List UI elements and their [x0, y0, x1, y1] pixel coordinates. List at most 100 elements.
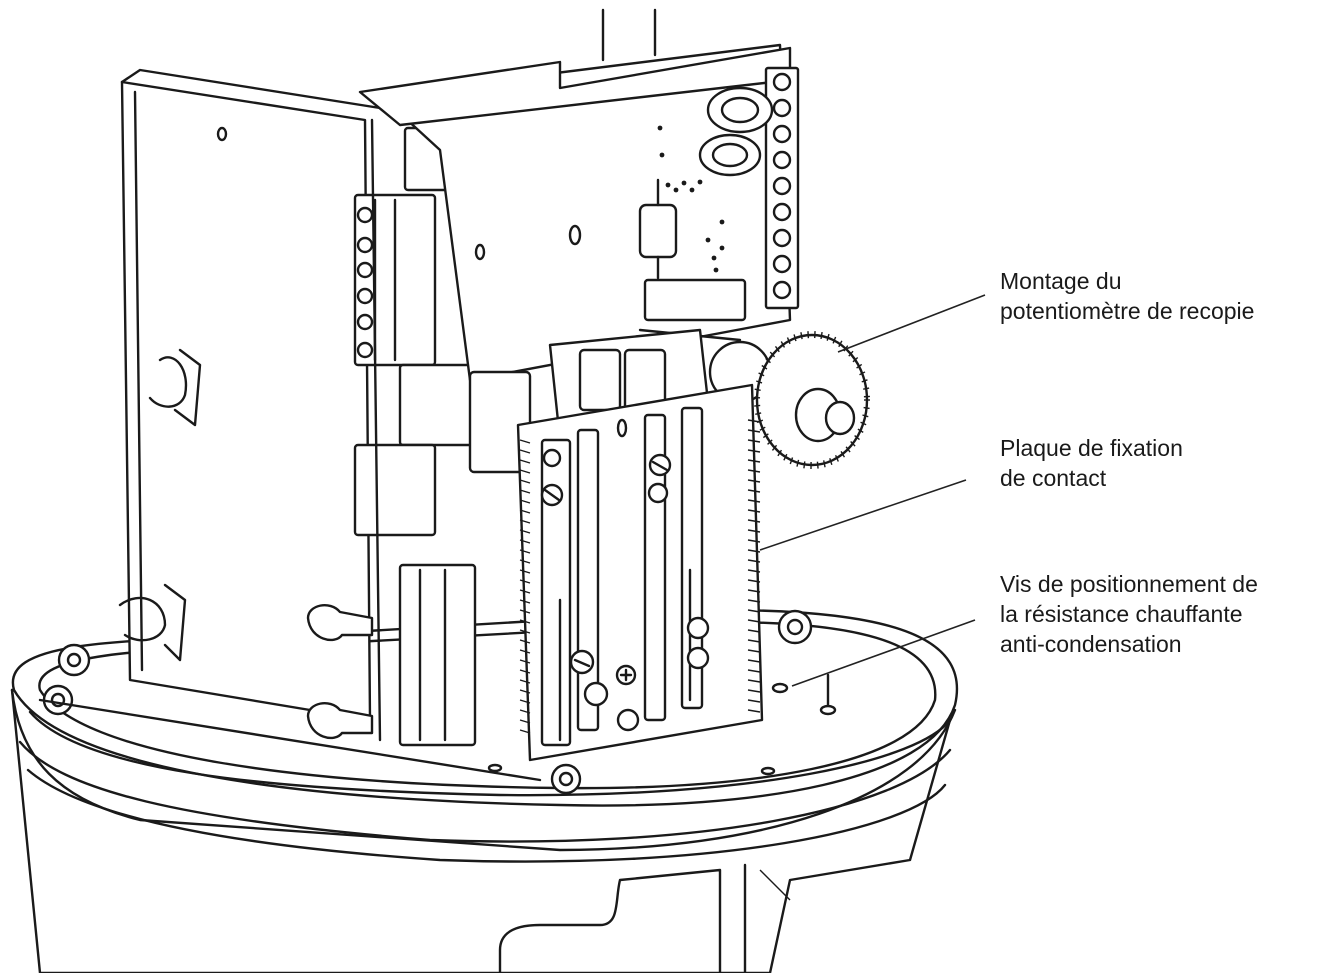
serration-tooth — [519, 629, 531, 634]
gear-tooth — [769, 351, 776, 358]
contact-fixing-plate — [516, 383, 764, 762]
potentiometer-gear — [638, 328, 870, 469]
serration-tooth — [747, 609, 761, 613]
gear-tooth — [852, 357, 859, 363]
solder-point — [713, 267, 719, 273]
gear-tooth — [832, 336, 837, 344]
serration-tooth — [747, 639, 761, 643]
gear-tooth — [780, 341, 786, 348]
serration-tooth — [747, 679, 761, 683]
screw-icon — [772, 150, 792, 170]
gear-tooth — [759, 426, 766, 431]
left-mounting-panel — [118, 68, 382, 722]
serration-tooth — [747, 439, 761, 443]
serration-tooth — [747, 469, 761, 473]
gear-tooth — [820, 331, 823, 340]
callout-line: Montage du — [1000, 268, 1122, 294]
gear-tooth — [783, 453, 788, 461]
gear-tooth — [755, 412, 762, 416]
gear-tooth — [845, 446, 851, 453]
serration-tooth — [519, 709, 531, 714]
serration-tooth — [747, 499, 761, 503]
callout-line: Vis de positionnement de — [1000, 571, 1258, 597]
gear-tooth — [850, 441, 856, 447]
screw-icon — [772, 72, 792, 92]
serration-tooth — [747, 429, 761, 433]
drive-shaft — [601, 8, 657, 62]
serration-tooth — [519, 669, 531, 674]
gear-tooth — [761, 364, 768, 370]
serration-tooth — [747, 509, 761, 513]
circuit-board — [358, 43, 800, 382]
serration-tooth — [519, 479, 531, 484]
serration-tooth — [747, 529, 761, 533]
gear-tooth — [771, 444, 778, 451]
gear-tooth — [829, 458, 833, 466]
gear-tooth — [758, 372, 765, 377]
solder-point — [705, 237, 711, 243]
serration-tooth — [747, 479, 761, 483]
serration-tooth — [747, 579, 761, 583]
serration-tooth — [747, 549, 761, 553]
serration-tooth — [747, 699, 761, 703]
callout-potentiometer-mount: Montage du potentiomètre de recopie — [1000, 266, 1254, 326]
serration-tooth — [747, 599, 761, 603]
screw-icon — [772, 98, 792, 118]
cable-clips — [306, 604, 374, 740]
callout-line: anti-condensation — [1000, 631, 1182, 657]
serration-tooth — [747, 629, 761, 633]
serration-tooth — [519, 469, 531, 474]
solder-point — [711, 255, 717, 261]
solder-point — [665, 182, 671, 188]
callout-heater-positioning-screw: Vis de positionnement de la résistance c… — [1000, 569, 1258, 659]
serration-tooth — [519, 529, 531, 534]
gear-tooth — [816, 461, 819, 469]
gear-tooth — [840, 451, 846, 458]
gear-tooth — [838, 340, 843, 348]
screw-icon — [772, 202, 792, 222]
gear-tooth — [803, 461, 806, 469]
serration-tooth — [519, 589, 531, 594]
serration-tooth — [747, 589, 761, 593]
gear-tooth — [777, 449, 783, 457]
serration-tooth — [519, 459, 531, 464]
leader-lines — [759, 294, 986, 687]
serration-tooth — [747, 419, 761, 423]
serration-tooth — [747, 649, 761, 653]
gear-tooth — [834, 454, 839, 462]
gear-tooth — [848, 350, 854, 357]
serration-tooth — [519, 549, 531, 554]
solder-point — [673, 187, 679, 193]
gear-tooth — [793, 334, 797, 342]
gear-tooth — [860, 421, 867, 426]
solder-point — [697, 179, 703, 185]
serration-tooth — [519, 609, 531, 614]
solder-point — [719, 219, 725, 225]
leader-contact-plate — [759, 479, 967, 551]
screw-icon — [772, 124, 792, 144]
serration-tooth — [519, 449, 531, 454]
serration-tooth — [519, 719, 531, 724]
gear-tooth — [863, 406, 870, 410]
gear-tooth — [800, 332, 803, 340]
serration-tooth — [747, 539, 761, 543]
serration-tooth — [519, 439, 531, 444]
serration-tooth — [519, 579, 531, 584]
terminal-blocks-left — [353, 118, 477, 747]
gear-tooth — [823, 460, 826, 468]
leader-potentiometer — [837, 294, 986, 353]
serration-tooth — [519, 559, 531, 564]
screw-icon — [772, 254, 792, 274]
serration-tooth — [519, 519, 531, 524]
gear-tooth — [754, 388, 761, 391]
gear-tooth — [786, 337, 791, 345]
serration-tooth — [519, 509, 531, 514]
solder-point — [719, 245, 725, 251]
gear-tooth — [774, 345, 780, 353]
gear-tooth — [863, 387, 870, 390]
serration-tooth — [747, 619, 761, 623]
serration-tooth — [747, 709, 761, 713]
screw-icon — [772, 176, 792, 196]
gear-tooth — [857, 428, 864, 433]
